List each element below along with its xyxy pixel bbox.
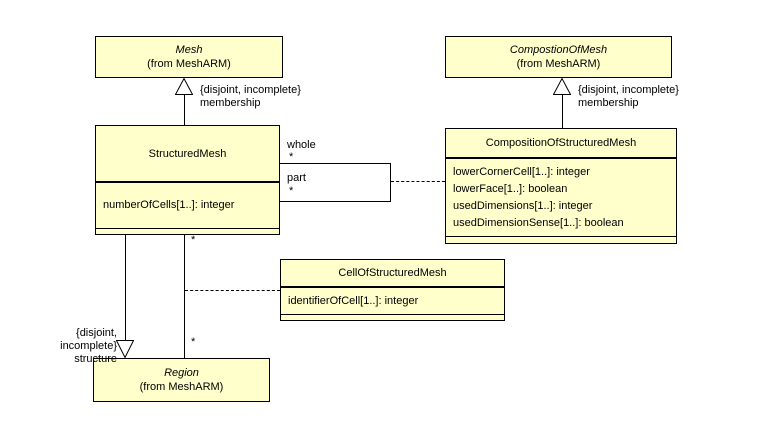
attribute: lowerFace[1..]: boolean [453,182,568,195]
constraint-label-membership-left: {disjoint, incomplete} [200,84,301,96]
multiplicity-top: * [191,234,196,246]
operations-compartment [446,236,676,243]
class-name-region: Region [164,367,199,379]
class-box-mesh[interactable]: Mesh (from MeshARM) [95,36,283,78]
attribute: identifierOfCell[1..]: integer [288,294,419,307]
class-box-region[interactable]: Region (from MeshARM) [93,358,270,402]
class-name-structured-mesh: StructuredMesh [148,147,227,160]
discriminator-label-membership-right: membership [578,97,639,109]
multiplicity-bottom: * [191,336,196,348]
discriminator-label-structure: structure [74,353,117,365]
multiplicity-whole: * [289,151,294,163]
multiplicity-part: * [289,185,294,197]
attributes-cell-of-structured-mesh: identifierOfCell[1..]: integer [281,286,504,314]
class-box-structured-mesh[interactable]: StructuredMesh numberOfCells[1..]: integ… [95,125,280,235]
class-box-compostion-of-mesh[interactable]: CompostionOfMesh (from MeshARM) [445,36,672,78]
class-name-cell-of-structured-mesh: CellOfStructuredMesh [338,267,447,279]
role-label-part: part [287,172,306,184]
class-name-compostion-of-mesh: CompostionOfMesh [509,44,608,56]
attribute: usedDimensions[1..]: integer [453,199,593,212]
class-name-mesh: Mesh [175,44,203,56]
constraint-block-structure: {disjoint, incomplete} structure [17,327,117,366]
class-name-composition-of-structured-mesh: CompositionOfStructuredMesh [485,137,637,149]
attribute: usedDimensionSense[1..]: boolean [453,216,624,229]
association-line-structured-mesh-region [184,235,185,358]
generalization-triangle-icon [553,78,571,95]
association-whole-line [280,163,391,164]
generalization-triangle-icon [175,78,193,95]
class-from-compostion-of-mesh: (from MeshARM) [516,58,601,70]
operations-compartment [281,314,504,320]
class-box-cell-of-structured-mesh[interactable]: CellOfStructuredMesh identifierOfCell[1.… [280,259,505,321]
role-label-whole: whole [287,139,316,151]
class-box-composition-of-structured-mesh[interactable]: CompositionOfStructuredMesh lowerCornerC… [445,128,677,244]
constraint-label-membership-right: {disjoint, incomplete} [578,84,679,96]
class-from-mesh: (from MeshARM) [147,58,231,70]
generalization-triangle-down-icon [116,340,134,358]
generalization-line-mesh [184,95,185,125]
attributes-structured-mesh: numberOfCells[1..]: integer [96,181,279,228]
attribute: lowerCornerCell[1..]: integer [453,165,590,178]
attribute: numberOfCells[1..]: integer [103,199,235,211]
class-from-region: (from MeshARM) [139,381,224,393]
generalization-line-region [125,235,126,340]
operations-compartment [96,228,279,234]
association-class-link-composition [391,181,445,182]
generalization-line-composition [562,95,563,128]
constraint-label-structure: {disjoint, incomplete} [60,327,117,352]
association-part-line [280,201,391,202]
attributes-composition-of-structured-mesh: lowerCornerCell[1..]: integer lowerFace[… [446,157,676,236]
association-loop-line [390,163,391,202]
association-class-link-cell [185,290,280,291]
discriminator-label-membership-left: membership [200,97,261,109]
